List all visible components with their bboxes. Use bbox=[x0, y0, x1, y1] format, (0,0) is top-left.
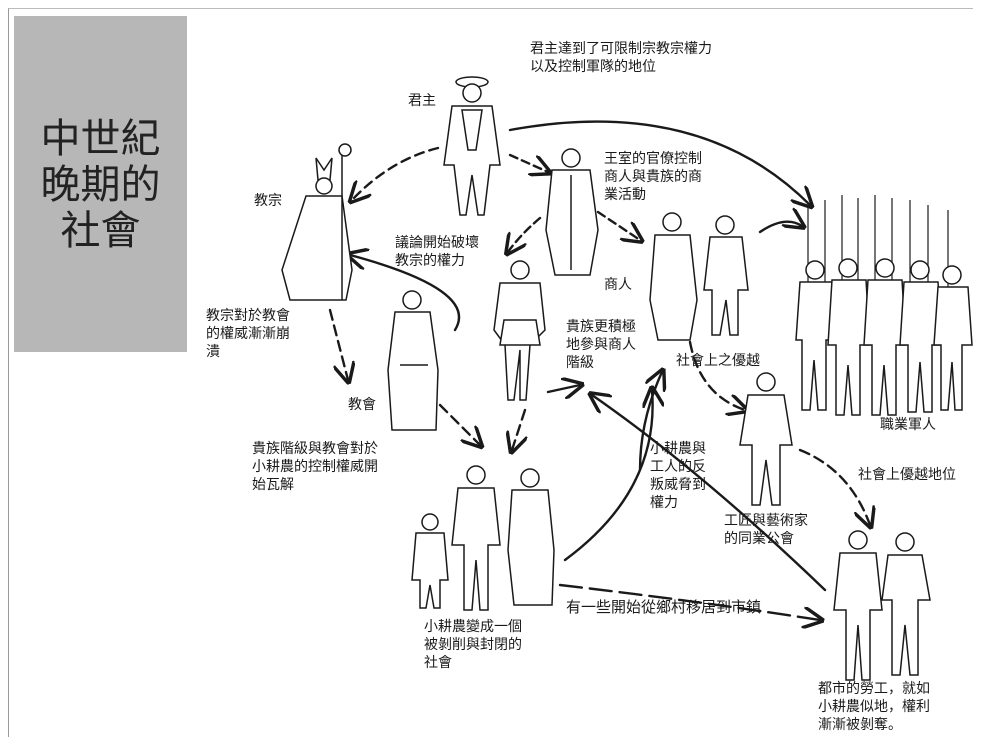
merchant-label: 商人 bbox=[604, 277, 632, 293]
arrow-official-to-noble bbox=[508, 216, 542, 252]
slide-title: 中世紀 晚期的 社會 bbox=[14, 116, 187, 254]
title-line-2: 晚期的 bbox=[40, 162, 161, 208]
social-status-label: 社會上優越地位 bbox=[858, 467, 956, 483]
monarch-figure bbox=[443, 76, 501, 216]
peasants-group bbox=[411, 465, 555, 611]
official-figure bbox=[545, 148, 599, 276]
arrow-noble-to-merchant bbox=[546, 385, 580, 392]
arrow-monarch-to-pope bbox=[352, 146, 440, 200]
slide-frame bbox=[8, 8, 973, 737]
arrow-merchant-to-craftsman bbox=[688, 340, 745, 410]
arrow-craftsman-to-workers bbox=[798, 448, 870, 525]
arrow-revolt-to-merchant bbox=[638, 372, 662, 472]
pope-figure bbox=[281, 143, 353, 301]
revolt-note: 小耕農與 工人的反 叛威脅到 權力 bbox=[650, 441, 706, 511]
arrow-merchants-to-soldiers bbox=[758, 222, 802, 234]
arrow-monarch-to-official bbox=[508, 153, 548, 172]
monarch-note: 君主達到了可限制宗教宗權力 以及控制軍隊的地位 bbox=[530, 41, 712, 75]
arrow-noble-to-peasants bbox=[512, 408, 525, 450]
title-panel: 中世紀 晚期的 社會 bbox=[14, 16, 187, 352]
title-line-1: 中世紀 bbox=[40, 116, 161, 162]
arrow-monk-to-peasants bbox=[438, 403, 480, 445]
monarch-label: 君主 bbox=[408, 93, 436, 109]
monk-figure bbox=[387, 290, 439, 431]
arrow-monk-to-pope bbox=[350, 255, 461, 332]
pope-label: 教宗 bbox=[254, 193, 282, 209]
social-superior-label: 社會上之優越 bbox=[676, 353, 760, 369]
workers-note: 都市的勞工，就如 小耕農似地，權利 漸漸被剝奪。 bbox=[818, 681, 930, 733]
debate-note: 議論開始破壞 教宗的權力 bbox=[395, 235, 479, 269]
arrow-peasants-to-merchant bbox=[563, 390, 653, 562]
arrow-workers-to-noble bbox=[592, 395, 827, 592]
peasant-note: 小耕農變成一個 被剝削與封閉的 社會 bbox=[424, 619, 522, 671]
arrow-official-to-merchants bbox=[596, 210, 640, 240]
soldiers-label: 職業軍人 bbox=[880, 417, 936, 433]
control-collapse-note: 貴族階級與教會對於 小耕農的控制權威開 始瓦解 bbox=[252, 441, 378, 493]
church-label: 教會 bbox=[348, 397, 376, 413]
workers-group bbox=[833, 530, 931, 681]
pope-decline-note: 教宗對於教會 的權威漸漸崩 潰 bbox=[206, 308, 290, 360]
soldiers-group bbox=[795, 195, 973, 416]
title-line-3: 社會 bbox=[60, 208, 141, 254]
arrow-pope-to-church bbox=[328, 308, 348, 380]
arrow-migration bbox=[558, 583, 820, 620]
guild-label: 工匠與藝術家 的同業公會 bbox=[724, 513, 808, 547]
arrow-monarch-to-soldiers bbox=[508, 120, 810, 205]
migration-label: 有一些開始從鄉村移居到市鎮 bbox=[566, 598, 762, 616]
merchant-figure bbox=[649, 212, 749, 341]
noble-figure bbox=[493, 260, 546, 401]
noble-note: 貴族更積極 地參與商人 階級 bbox=[566, 319, 636, 371]
craftsman-figure bbox=[739, 372, 793, 506]
royal-control-note: 王室的官僚控制 商人與貴族的商 業活動 bbox=[604, 151, 702, 203]
